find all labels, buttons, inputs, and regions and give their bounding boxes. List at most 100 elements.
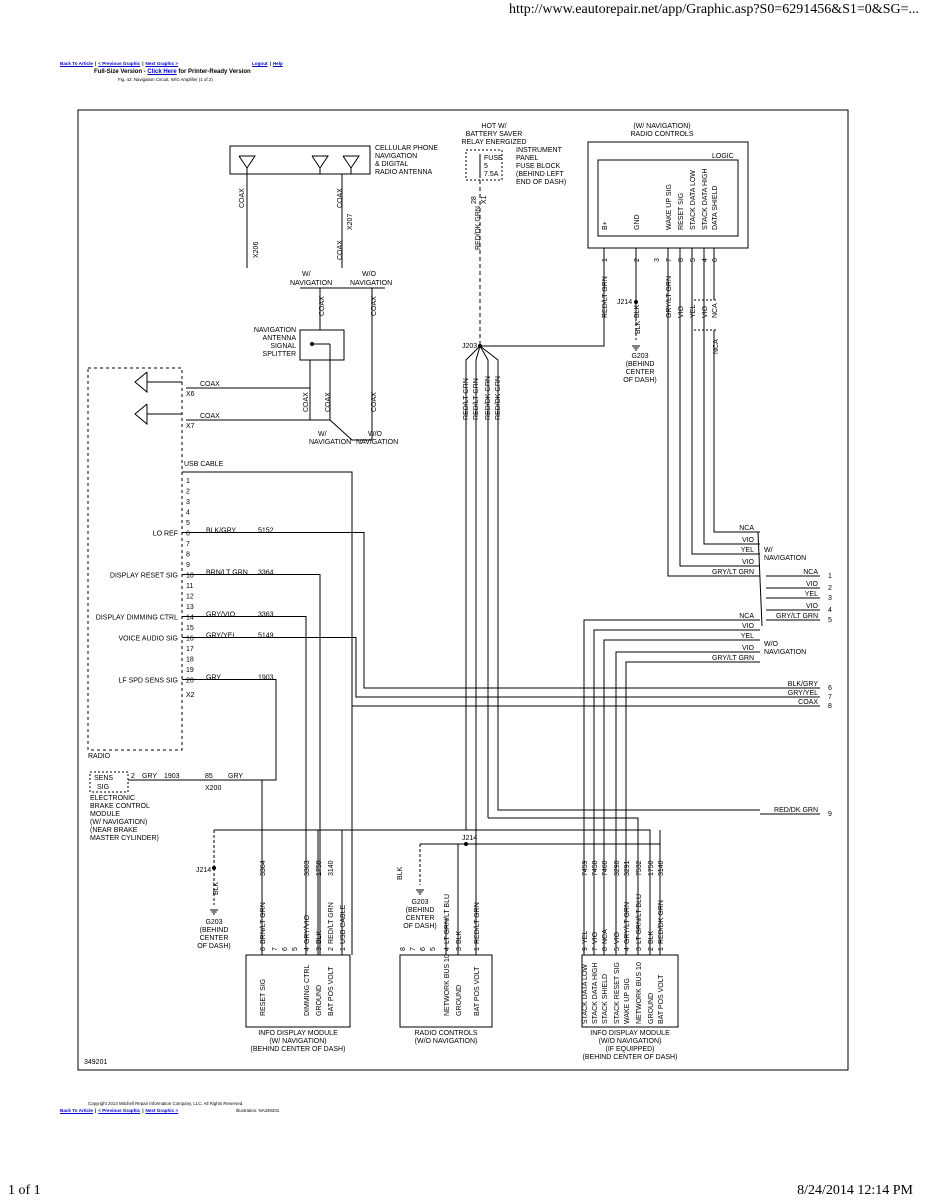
w-nav-label: W/ xyxy=(302,271,311,278)
sig-label: SIG xyxy=(97,784,109,791)
rc-wire xyxy=(691,248,760,555)
output-wire: GRY/LT GRN xyxy=(776,613,818,620)
radio-pin-number: 5 xyxy=(186,520,190,527)
rc-wo-pin-number: 6 xyxy=(420,947,427,951)
blk-label: BLK xyxy=(397,866,404,880)
w-nav-label: NAVIGATION xyxy=(764,555,806,562)
rc-pin-label: RESET SIG xyxy=(678,193,685,230)
idm-w-pin-name: GROUND xyxy=(316,985,323,1016)
coax-label: COAX xyxy=(337,240,344,260)
hot-label: BATTERY SAVER xyxy=(466,131,523,138)
idm-wo-pin-number: 2 xyxy=(648,947,655,951)
idm-wo-pin-number: 7 xyxy=(592,947,599,951)
idm-wo-wire xyxy=(466,829,651,955)
rc-wire-color: RED/LT GRN xyxy=(602,276,609,318)
ebcm-label: (W/ NAVIGATION) xyxy=(90,819,147,826)
coax-label: COAX xyxy=(325,392,332,412)
rc-wire xyxy=(667,248,760,577)
output-pin: 1 xyxy=(828,573,832,580)
radio-pin-name: LO REF xyxy=(153,531,178,538)
rc-pin-label: STACK DATA LOW xyxy=(690,170,697,230)
idm-wo-circuit: 3140 xyxy=(658,860,665,876)
output-pin: 7 xyxy=(828,694,832,701)
wo-wire xyxy=(625,661,760,955)
ebcm-wire-color: GRY xyxy=(142,773,157,780)
connector-x2: X2 xyxy=(186,692,195,699)
radio-circuit-number: 5149 xyxy=(258,633,274,640)
coax-label: COAX xyxy=(200,381,220,388)
wo-wire xyxy=(583,619,760,955)
next-graphic-link[interactable]: Next Graphic > xyxy=(145,61,179,66)
idm-w-nav-title: (W/ NAVIGATION) xyxy=(269,1038,326,1045)
radio-pin-number: 11 xyxy=(186,583,193,590)
idm-wo-pin-number: 3 xyxy=(636,947,643,951)
page-number: 1 of 1 xyxy=(8,1183,41,1198)
rc-wo-wire-color: BLK xyxy=(456,930,463,944)
help-link[interactable]: Help xyxy=(272,61,283,66)
g203-label: OF DASH) xyxy=(403,923,436,930)
g203-label: CENTER xyxy=(406,915,435,922)
fuse-block-label: (BEHIND LEFT xyxy=(516,171,565,178)
wire-color: RED/DK GRN xyxy=(495,376,502,420)
radio-pin-number: 20 xyxy=(186,678,194,685)
connector-x207: X207 xyxy=(347,214,354,230)
figure-caption: Fig. 42: Navigation Circuit, W/O Amplifi… xyxy=(118,77,213,82)
rc-wire-color: VIO xyxy=(678,305,685,318)
rc-wire-color: VIO xyxy=(702,305,709,318)
idm-w-wire-color: USB CABLE xyxy=(340,904,347,944)
coax-label: COAX xyxy=(371,392,378,412)
ebcm-label: (NEAR BRAKE xyxy=(90,827,138,834)
g203-label: (BEHIND xyxy=(626,361,655,368)
ebcm-circuit: 1903 xyxy=(164,773,180,780)
idm-wo-box xyxy=(581,954,679,1028)
print-datetime: 8/24/2014 12:14 PM xyxy=(797,1183,913,1198)
rc-wo-pin-number: 3 xyxy=(456,947,463,951)
radio-pin-number: 12 xyxy=(186,594,194,601)
hot-label: RELAY ENERGIZED xyxy=(461,139,526,146)
click-here-link[interactable]: Click Here xyxy=(147,69,177,75)
radio-circuit-number: 5152 xyxy=(258,528,274,535)
wo-nav-wire: VIO xyxy=(742,623,755,630)
idm-w-pin-name: BAT POS VOLT xyxy=(328,966,335,1016)
rc-pin-number: 5 xyxy=(690,258,697,262)
w-nav-wire: NCA xyxy=(739,525,754,532)
w-nav-label: W/ xyxy=(318,431,327,438)
wo-nav-wire: NCA xyxy=(739,613,754,620)
g203-label: CENTER xyxy=(626,369,655,376)
bracket xyxy=(757,531,763,627)
rc-pin-number: 1 xyxy=(602,258,609,262)
rc-wire-color: GRY/LT GRN xyxy=(666,276,673,318)
radio-pin-number: 10 xyxy=(186,573,194,580)
logout-link[interactable]: Logout xyxy=(252,61,268,66)
idm-w-pin-number: 4 xyxy=(304,947,311,951)
radio-circuit-number: 1903 xyxy=(258,675,274,682)
account-nav: Logout|Help xyxy=(252,61,283,66)
connector-x1: X1 xyxy=(481,195,488,204)
radio-pin-number: 6 xyxy=(186,531,190,538)
antenna-box xyxy=(229,145,371,175)
rc-wo-pin-name: BAT POS VOLT xyxy=(474,966,481,1016)
back-to-article-link[interactable]: Back To Article xyxy=(60,61,93,66)
g203-label: G203 xyxy=(631,353,648,360)
back-to-article-link-bottom[interactable]: Back To Article xyxy=(60,1108,93,1113)
radio-pin-number: 1 xyxy=(186,478,190,485)
antenna-symbol xyxy=(311,155,329,169)
radio-controls-label: (W/ NAVIGATION) xyxy=(633,123,690,130)
radio-controls-label: RADIO CONTROLS xyxy=(630,131,693,138)
radio-wire xyxy=(182,679,277,781)
hot-label: HOT W/ xyxy=(481,123,506,130)
g203-label: (BEHIND xyxy=(200,927,229,934)
g203-label: OF DASH) xyxy=(623,377,656,384)
radio-antenna-jack xyxy=(134,403,148,426)
idm-wo-circuit: 3290 xyxy=(614,860,621,876)
w-nav-wire: VIO xyxy=(742,537,755,544)
radio-pin-number: 9 xyxy=(186,562,190,569)
previous-graphic-link-bottom[interactable]: < Previous Graphic xyxy=(98,1108,141,1113)
splitter-label: SPLITTER xyxy=(263,351,296,358)
rc-pin-number: 7 xyxy=(666,258,673,262)
previous-graphic-link[interactable]: < Previous Graphic xyxy=(98,61,141,66)
wo-nav-label: NAVIGATION xyxy=(356,439,398,446)
next-graphic-link-bottom[interactable]: Next Graphic > xyxy=(145,1108,179,1113)
output-wire: NCA xyxy=(803,569,818,576)
fuse-label: 7.5A xyxy=(484,171,499,178)
